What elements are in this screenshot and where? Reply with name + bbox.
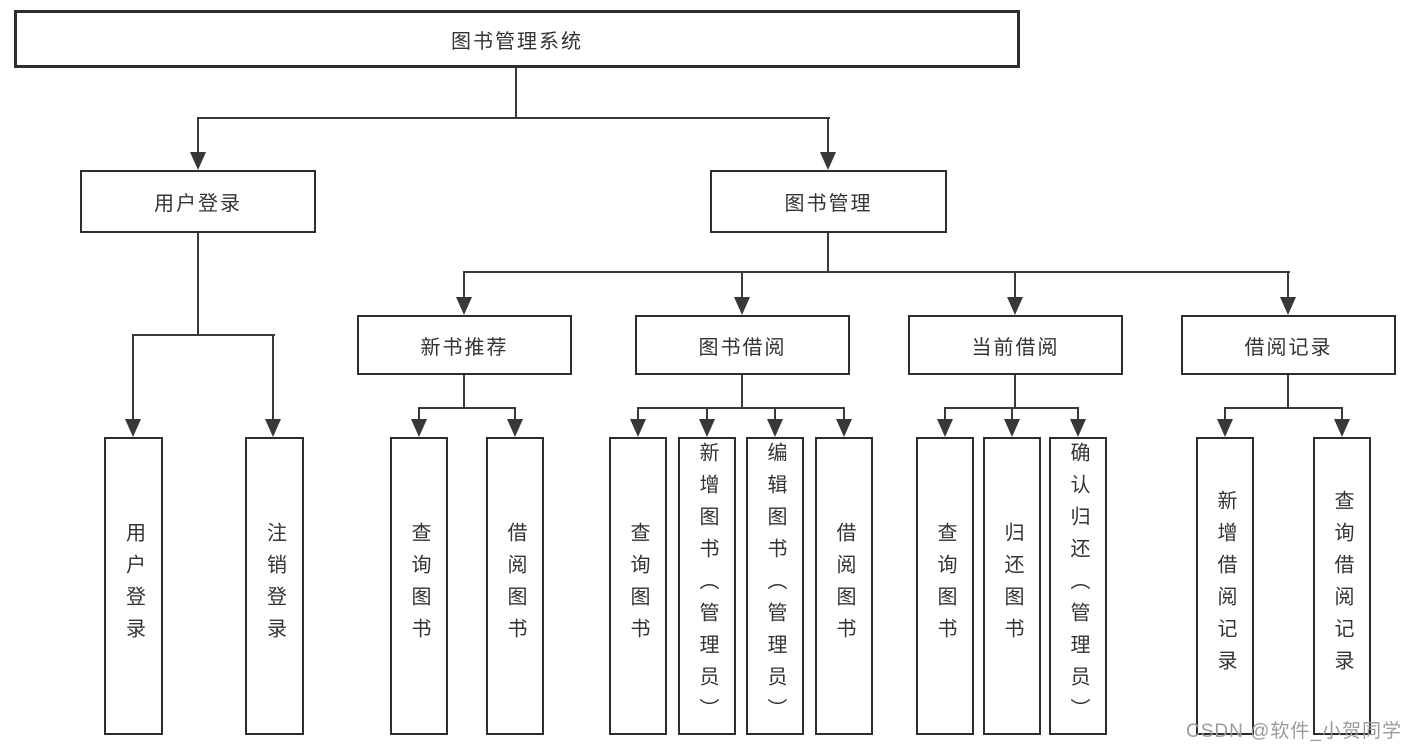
arrow-down-icon (507, 419, 523, 437)
arrow-down-icon (1070, 419, 1086, 437)
connector-line (843, 407, 845, 421)
connector-line (418, 407, 516, 409)
connector-line (197, 117, 830, 119)
connector-line (1224, 407, 1343, 409)
connector-line (637, 407, 639, 421)
arrow-down-icon (820, 152, 836, 170)
node-book-management: 图书管理 (710, 170, 947, 233)
leaf-edit-book-admin: 编辑图书（管理员） (746, 437, 804, 735)
connector-line (944, 407, 946, 421)
arrow-down-icon (456, 297, 472, 315)
leaf-logout: 注销登录 (245, 437, 304, 735)
connector-line (197, 233, 199, 335)
connector-line (827, 233, 829, 272)
arrow-down-icon (125, 419, 141, 437)
connector-line (197, 117, 199, 154)
connector-line (1341, 407, 1343, 421)
connector-line (132, 334, 275, 336)
connector-line (1077, 407, 1079, 421)
csdn-watermark: CSDN @软件_小贺同学 (1186, 721, 1402, 742)
connector-line (463, 271, 1290, 273)
connector-line (418, 407, 420, 421)
arrow-down-icon (1217, 419, 1233, 437)
connector-line (827, 117, 829, 154)
arrow-down-icon (190, 152, 206, 170)
node-current-borrowing: 当前借阅 (908, 315, 1123, 375)
arrow-down-icon (937, 419, 953, 437)
arrow-down-icon (265, 419, 281, 437)
arrow-down-icon (699, 419, 715, 437)
connector-line (515, 68, 517, 118)
leaf-query-books-borrowing: 查询图书 (609, 437, 667, 735)
leaf-borrow-books-recommend: 借阅图书 (486, 437, 544, 735)
connector-line (463, 375, 465, 408)
leaf-return-book: 归还图书 (983, 437, 1041, 735)
arrow-down-icon (836, 419, 852, 437)
leaf-user-login: 用户登录 (104, 437, 163, 735)
leaf-borrow-books: 借阅图书 (815, 437, 873, 735)
connector-line (1011, 407, 1013, 421)
node-borrow-records: 借阅记录 (1181, 315, 1396, 375)
arrow-down-icon (411, 419, 427, 437)
arrow-down-icon (767, 419, 783, 437)
node-new-book-recommend: 新书推荐 (357, 315, 572, 375)
connector-line (774, 407, 776, 421)
connector-line (1014, 271, 1016, 299)
leaf-query-books-current: 查询图书 (916, 437, 974, 735)
arrow-down-icon (734, 297, 750, 315)
connector-line (741, 271, 743, 299)
node-user-login-branch: 用户登录 (80, 170, 316, 233)
arrow-down-icon (1004, 419, 1020, 437)
connector-line (1014, 375, 1016, 408)
connector-line (741, 375, 743, 408)
connector-line (1224, 407, 1226, 421)
connector-line (272, 334, 274, 421)
leaf-add-borrow-record: 新增借阅记录 (1196, 437, 1254, 735)
leaf-query-books-recommend: 查询图书 (390, 437, 448, 735)
node-root: 图书管理系统 (14, 10, 1020, 68)
connector-line (132, 334, 134, 421)
leaf-query-borrow-record: 查询借阅记录 (1313, 437, 1371, 735)
connector-line (1287, 271, 1289, 299)
arrow-down-icon (1007, 297, 1023, 315)
leaf-confirm-return-admin: 确认归还（管理员） (1049, 437, 1107, 735)
connector-line (463, 271, 465, 299)
connector-line (1287, 375, 1289, 408)
arrow-down-icon (630, 419, 646, 437)
leaf-add-book-admin: 新增图书（管理员） (678, 437, 736, 735)
arrow-down-icon (1334, 419, 1350, 437)
connector-line (637, 407, 845, 409)
connector-line (706, 407, 708, 421)
node-book-borrowing: 图书借阅 (635, 315, 850, 375)
arrow-down-icon (1280, 297, 1296, 315)
connector-line (514, 407, 516, 421)
